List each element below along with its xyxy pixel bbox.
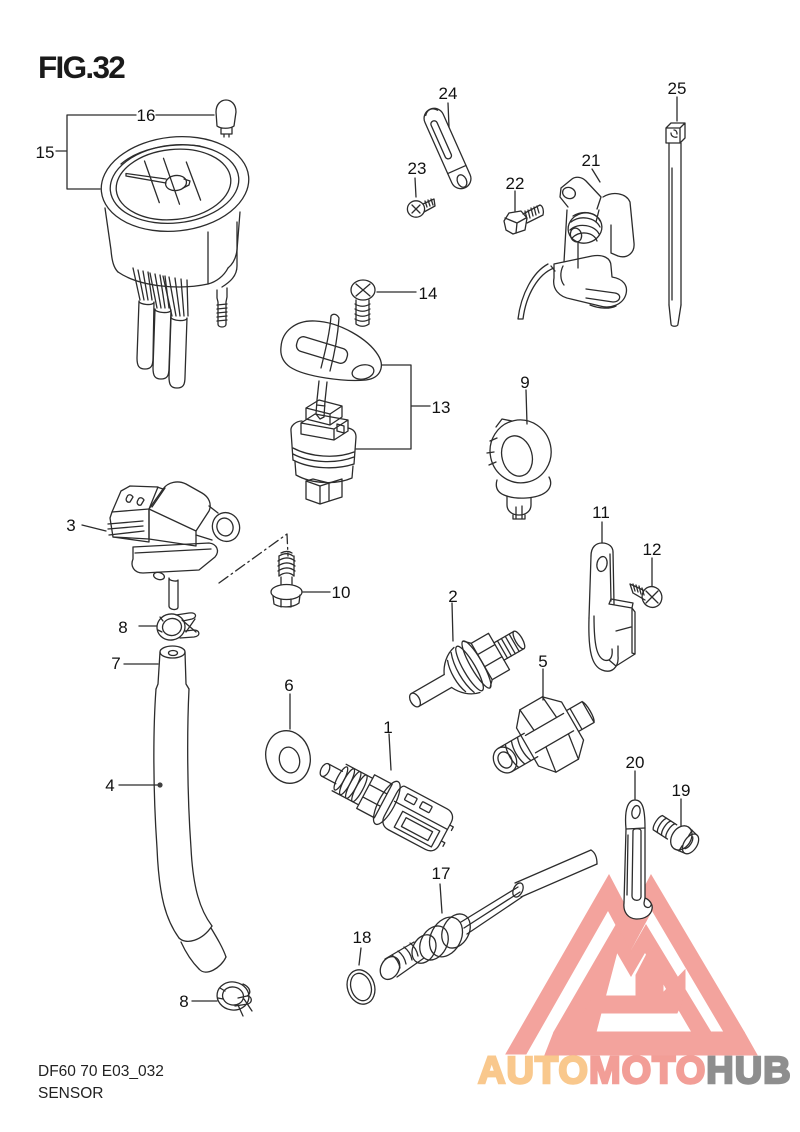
svg-text:21: 21: [582, 151, 601, 170]
svg-text:10: 10: [332, 583, 351, 602]
svg-text:8: 8: [118, 618, 127, 637]
svg-text:3: 3: [66, 516, 75, 535]
svg-text:11: 11: [592, 503, 610, 522]
svg-text:13: 13: [432, 398, 451, 417]
svg-text:5: 5: [538, 652, 547, 671]
svg-text:18: 18: [353, 928, 372, 947]
svg-text:FIG.32: FIG.32: [38, 49, 125, 85]
svg-text:15: 15: [36, 143, 55, 162]
svg-text:24: 24: [439, 84, 458, 103]
svg-text:19: 19: [672, 781, 691, 800]
svg-text:2: 2: [448, 587, 457, 606]
svg-text:14: 14: [419, 284, 438, 303]
svg-text:1: 1: [383, 718, 392, 737]
svg-text:9: 9: [520, 373, 529, 392]
svg-text:23: 23: [408, 159, 427, 178]
svg-text:7: 7: [111, 654, 120, 673]
svg-text:AUTOMOTOHUB: AUTOMOTOHUB: [478, 1050, 792, 1092]
svg-text:22: 22: [506, 174, 525, 193]
svg-text:12: 12: [643, 540, 662, 559]
svg-text:4: 4: [105, 776, 114, 795]
svg-text:20: 20: [626, 753, 645, 772]
svg-text:25: 25: [668, 79, 687, 98]
svg-text:DF60 70 E03_032: DF60 70 E03_032: [38, 1063, 164, 1080]
svg-text:17: 17: [432, 864, 451, 883]
svg-text:16: 16: [137, 106, 156, 125]
svg-text:SENSOR: SENSOR: [38, 1085, 103, 1102]
svg-text:8: 8: [179, 992, 188, 1011]
svg-text:6: 6: [284, 676, 293, 695]
